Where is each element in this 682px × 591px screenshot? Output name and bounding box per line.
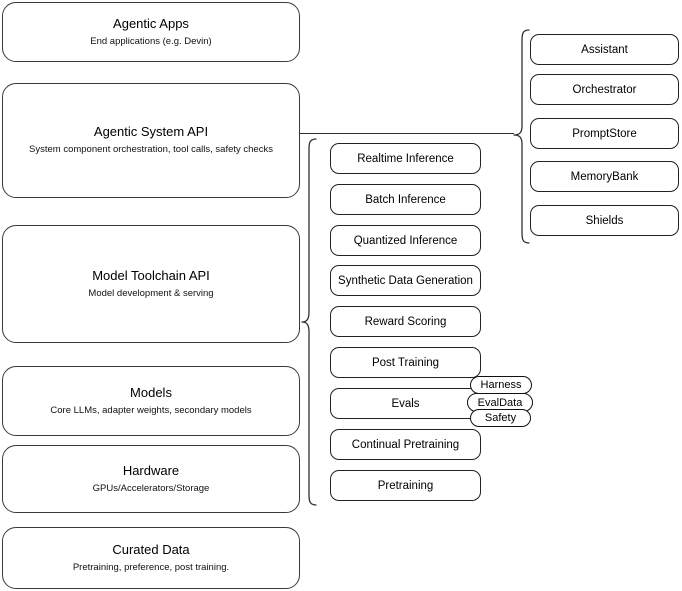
layer-subtitle: Pretraining, preference, post training.: [72, 561, 230, 573]
toolchain-item-label: Post Training: [371, 356, 440, 369]
toolchain-item-label: Synthetic Data Generation: [338, 274, 473, 287]
agentic-component-assistant[interactable]: Assistant: [530, 34, 679, 65]
toolchain-item-label: Realtime Inference: [357, 152, 454, 165]
layer-box-model-toolchain-api[interactable]: Model Toolchain API Model development & …: [2, 225, 300, 343]
toolchain-item-reward-scoring[interactable]: Reward Scoring: [330, 306, 481, 337]
layer-title: Agentic System API: [93, 124, 209, 139]
layer-title: Models: [130, 384, 172, 400]
evals-subitem-safety[interactable]: Safety: [470, 409, 531, 427]
layer-title: Model Toolchain API: [92, 267, 210, 283]
layer-subtitle: End applications (e.g. Devin): [90, 35, 212, 47]
layer-box-curated-data[interactable]: Curated Data Pretraining, preference, po…: [2, 527, 300, 589]
agentic-component-label: MemoryBank: [570, 170, 639, 183]
toolchain-item-synthetic-data-generation[interactable]: Synthetic Data Generation: [330, 265, 481, 296]
evals-subitem-harness[interactable]: Harness: [470, 376, 532, 394]
toolchain-item-label: Continual Pretraining: [351, 438, 460, 451]
toolchain-item-batch-inference[interactable]: Batch Inference: [330, 184, 481, 215]
layer-title: Agentic Apps: [113, 15, 189, 31]
toolchain-item-continual-pretraining[interactable]: Continual Pretraining: [330, 429, 481, 460]
layer-box-models[interactable]: Models Core LLMs, adapter weights, secon…: [2, 366, 300, 436]
evals-subitem-label: EvalData: [477, 396, 523, 409]
layer-box-agentic-apps[interactable]: Agentic Apps End applications (e.g. Devi…: [2, 2, 300, 62]
toolchain-item-quantized-inference[interactable]: Quantized Inference: [330, 225, 481, 256]
layer-subtitle: System component orchestration, tool cal…: [29, 144, 273, 155]
toolchain-item-post-training[interactable]: Post Training: [330, 347, 481, 378]
toolchain-item-label: Evals: [391, 397, 420, 410]
layer-title: Hardware: [122, 462, 180, 478]
agentic-component-promptstore[interactable]: PromptStore: [530, 118, 679, 149]
layer-subtitle: Core LLMs, adapter weights, secondary mo…: [50, 404, 252, 416]
toolchain-item-realtime-inference[interactable]: Realtime Inference: [330, 143, 481, 174]
toolchain-item-evals[interactable]: Evals: [330, 388, 481, 419]
agentic-component-label: PromptStore: [572, 127, 637, 140]
agentic-component-shields[interactable]: Shields: [530, 205, 679, 236]
agentic-component-memorybank[interactable]: MemoryBank: [530, 161, 679, 192]
toolchain-brace-icon: [301, 138, 317, 506]
layer-subtitle: Model development & serving: [88, 287, 214, 299]
connector-system-api-to-agentic-components: [300, 133, 514, 135]
evals-subitem-label: Safety: [484, 412, 517, 424]
agentic-component-label: Shields: [585, 214, 624, 227]
toolchain-item-pretraining[interactable]: Pretraining: [330, 470, 481, 501]
toolchain-item-label: Quantized Inference: [353, 234, 458, 247]
layer-box-agentic-system-api[interactable]: Agentic System API System component orch…: [2, 83, 300, 198]
evals-subitem-label: Harness: [480, 379, 522, 391]
layer-box-hardware[interactable]: Hardware GPUs/Accelerators/Storage: [2, 445, 300, 513]
agentic-components-brace-icon: [513, 29, 530, 244]
layer-subtitle: GPUs/Accelerators/Storage: [92, 482, 210, 494]
agentic-component-label: Assistant: [581, 43, 628, 56]
toolchain-item-label: Batch Inference: [365, 193, 446, 206]
agentic-component-orchestrator[interactable]: Orchestrator: [530, 74, 679, 105]
layer-title: Curated Data: [112, 541, 190, 557]
toolchain-item-label: Pretraining: [377, 479, 434, 492]
toolchain-item-label: Reward Scoring: [364, 315, 447, 328]
agentic-component-label: Orchestrator: [572, 83, 637, 96]
